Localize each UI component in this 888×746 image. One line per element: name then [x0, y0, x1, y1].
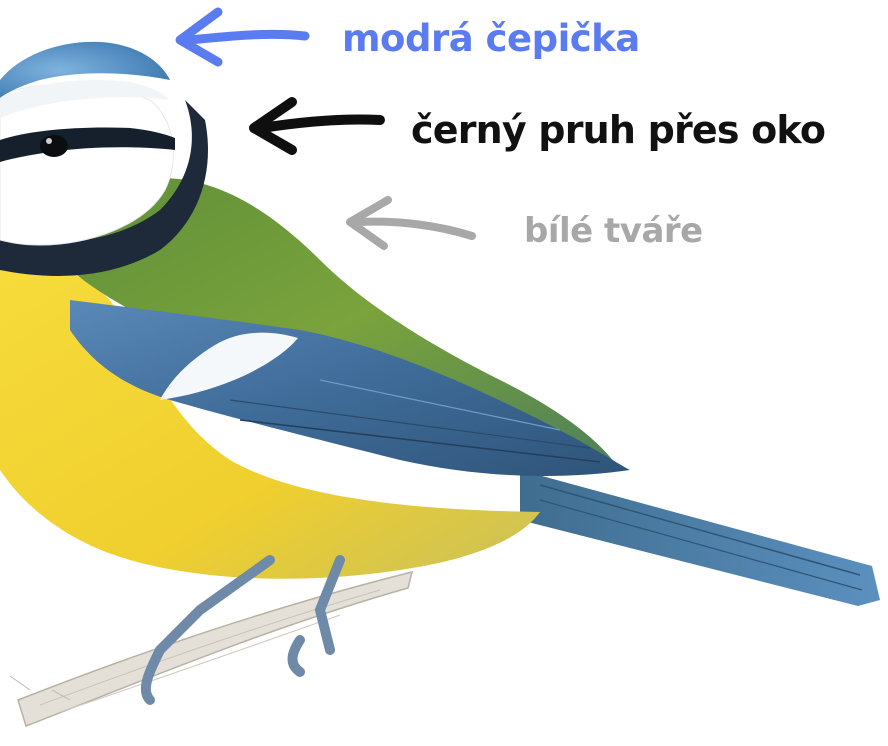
tail [520, 470, 880, 606]
neck-collar [0, 100, 208, 276]
label-blue-cap: modrá čepička [342, 17, 640, 60]
breast [0, 250, 540, 579]
arrow-cap [175, 7, 310, 67]
arrow-eye-stripe [249, 97, 385, 155]
label-black-eye-stripe: černý pruh přes oko [411, 108, 826, 152]
eye-stripe [0, 127, 175, 162]
label-white-cheeks: bílé tváře [524, 211, 703, 251]
wing [70, 300, 630, 476]
feet [140, 555, 345, 705]
cap [0, 41, 170, 118]
twig [9, 570, 414, 727]
arrow-cheek [346, 196, 476, 250]
eye [40, 135, 68, 157]
